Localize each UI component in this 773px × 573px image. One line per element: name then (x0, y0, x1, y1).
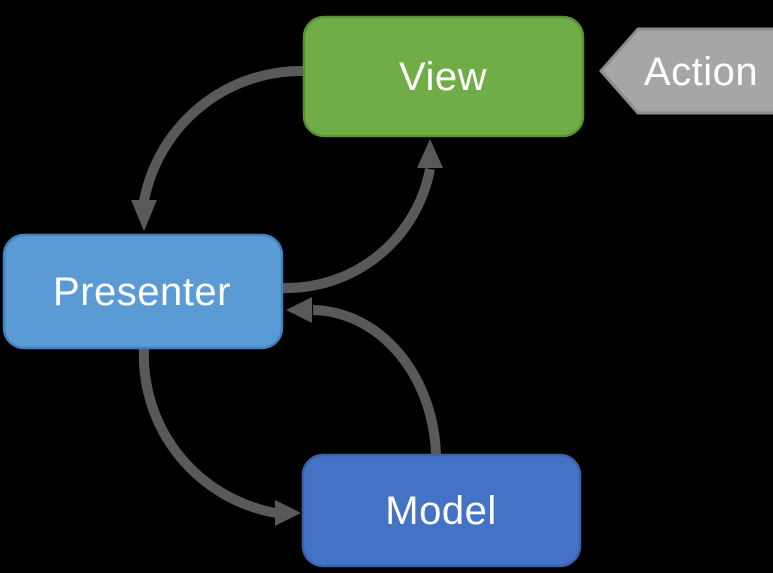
view-label: View (399, 55, 487, 99)
arrowhead-into-presenter-right-icon (286, 297, 312, 323)
presenter-box (2, 233, 284, 350)
edge-model-to-presenter (312, 305, 441, 459)
model-box (301, 453, 582, 568)
node-labels: View Presenter Model Action (53, 50, 758, 533)
view-box (302, 15, 585, 138)
action-label: Action (644, 50, 758, 94)
presenter-label: Presenter (53, 270, 231, 314)
action-node (599, 27, 773, 115)
connectors (138, 65, 441, 518)
view-node (302, 15, 585, 138)
edge-view-to-presenter (139, 65, 306, 202)
model-node (301, 453, 582, 568)
model-label: Model (385, 489, 496, 533)
arrowhead-into-view-bottom-icon (417, 139, 443, 168)
edge-presenter-to-model (138, 348, 277, 518)
connector-arrowheads (131, 139, 443, 526)
arrowhead-into-model-left-icon (275, 500, 301, 526)
action-chevron-shape (599, 27, 773, 115)
arrowhead-into-presenter-top-icon (131, 200, 157, 231)
edge-presenter-to-view (282, 168, 435, 294)
presenter-node (2, 233, 284, 350)
